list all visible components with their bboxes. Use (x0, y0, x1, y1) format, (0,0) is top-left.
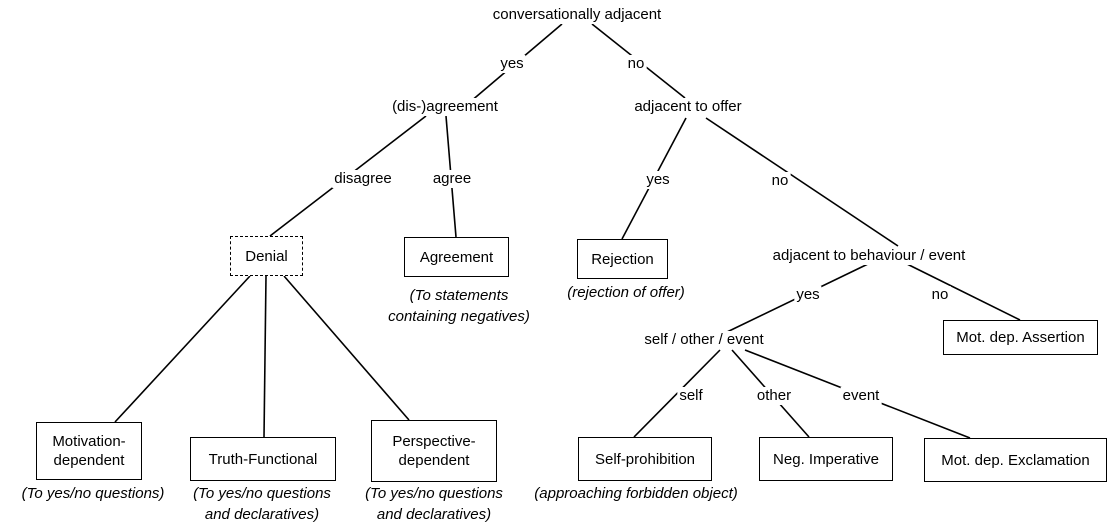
disagree-label: disagree (332, 170, 394, 188)
neg-imperative-box: Neg. Imperative (759, 437, 893, 481)
mot-dep-exclamation-box: Mot. dep. Exclamation (924, 438, 1107, 482)
edge-offer-no (705, 117, 899, 247)
offer-yes-label: yes (644, 171, 672, 189)
behaviour-no-label: no (929, 286, 951, 304)
edge-denial-motivation (114, 275, 251, 423)
perspective-dependent-box: Perspective- dependent (371, 420, 497, 482)
edge-denial-truth (263, 275, 267, 438)
motivation-note: (To yes/no questions) (21, 485, 165, 502)
adjacent-behaviour-label: adjacent to behaviour / event (770, 247, 968, 265)
agreement-box: Agreement (404, 237, 509, 277)
root-yes-label: yes (498, 55, 526, 73)
agreement-note: (To statements containing negatives) (388, 287, 530, 325)
mot-dep-assertion-box: Mot. dep. Assertion (943, 320, 1098, 355)
rejection-box: Rejection (577, 239, 668, 279)
adjacent-offer-label: adjacent to offer (632, 98, 744, 116)
self-other-event-label: self / other / event (642, 331, 766, 349)
self-prohibition-box: Self-prohibition (578, 437, 712, 481)
edge-soe-self (633, 349, 721, 438)
offer-no-label: no (769, 172, 791, 190)
behaviour-yes-label: yes (794, 286, 822, 304)
root-label: conversationally adjacent (490, 6, 664, 24)
perspective-note: (To yes/no questions and declaratives) (365, 485, 503, 523)
self-prohibition-note: (approaching forbidden object) (534, 485, 738, 502)
root-no-label: no (625, 55, 647, 73)
self-label: self (677, 387, 705, 405)
edge-denial-perspective (283, 275, 410, 421)
truth-note: (To yes/no questions and declaratives) (193, 485, 331, 523)
agree-label: agree (430, 170, 474, 188)
motivation-dependent-box: Motivation- dependent (36, 422, 142, 480)
truth-functional-box: Truth-Functional (190, 437, 336, 481)
event-label: event (840, 387, 882, 405)
disagreement-label: (dis-)agreement (390, 98, 500, 116)
denial-box: Denial (230, 236, 303, 276)
other-label: other (754, 387, 794, 405)
rejection-note: (rejection of offer) (567, 284, 685, 301)
edge-behaviour-no (904, 262, 1021, 321)
